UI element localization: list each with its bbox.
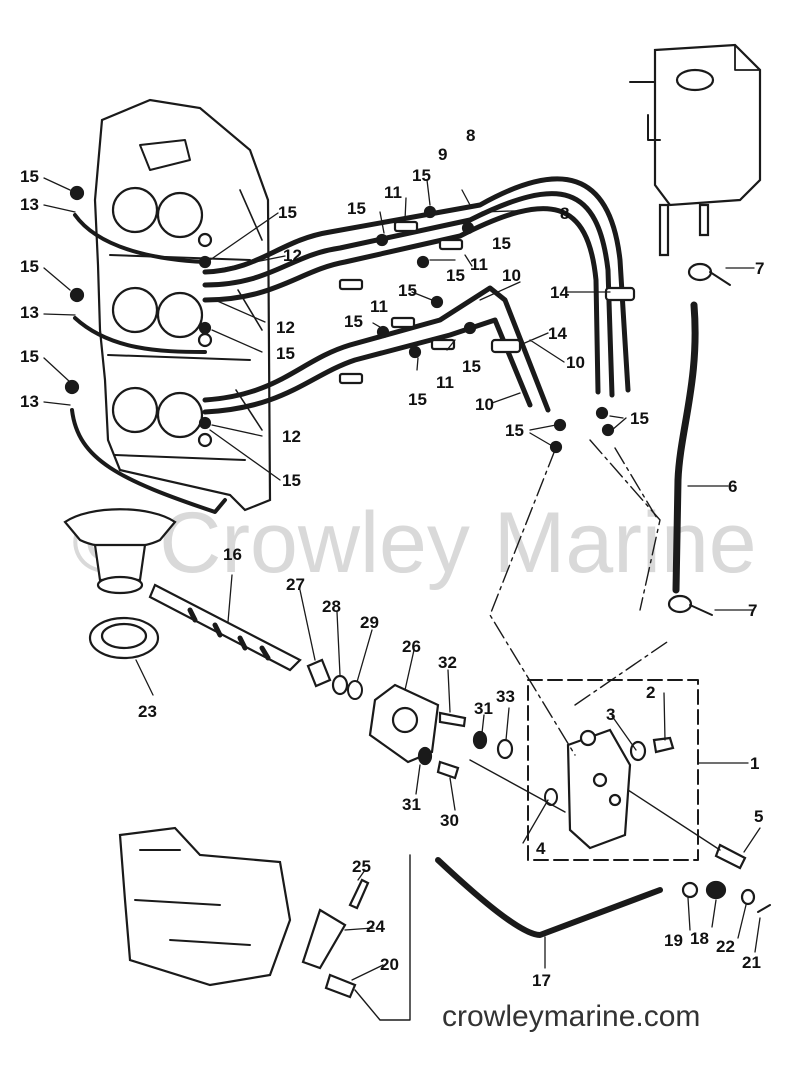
engine-block — [93, 98, 272, 512]
callout-1: 1 — [750, 754, 759, 773]
callout-21: 21 — [742, 953, 761, 972]
callout-5: 5 — [754, 807, 763, 826]
callout-31: 31 — [474, 699, 493, 718]
callout-15: 15 — [344, 312, 363, 331]
lower-parts — [118, 826, 411, 1021]
callout-15: 15 — [492, 234, 511, 253]
callout-24: 24 — [366, 917, 385, 936]
callout-15: 15 — [347, 199, 366, 218]
callout-11: 11 — [384, 183, 402, 202]
callout-25: 25 — [352, 857, 371, 876]
callout-8: 8 — [466, 126, 475, 145]
bushings — [306, 658, 363, 700]
callout-10: 10 — [502, 266, 521, 285]
callout-11: 11 — [470, 255, 488, 274]
oil-pump-cover — [368, 683, 514, 780]
callout-15: 15 — [276, 344, 295, 363]
callout-2: 2 — [646, 683, 655, 702]
callout-14: 14 — [548, 324, 567, 343]
callout-12: 12 — [282, 427, 301, 446]
hose-clamp-14 — [490, 286, 636, 354]
callout-7: 7 — [755, 259, 764, 278]
callout-labels: 15 13 15 13 15 13 15 12 12 15 12 15 15 1… — [20, 126, 764, 990]
callout-30: 30 — [440, 811, 459, 830]
callout-33: 33 — [496, 687, 515, 706]
leader-lines — [43, 177, 761, 981]
callout-22: 22 — [716, 937, 735, 956]
fittings-group — [64, 185, 615, 454]
callout-18: 18 — [690, 929, 709, 948]
callout-29: 29 — [360, 613, 379, 632]
callout-15: 15 — [412, 166, 431, 185]
callout-15: 15 — [278, 203, 297, 222]
hose-17 — [435, 857, 771, 938]
callout-7: 7 — [748, 601, 757, 620]
callout-8: 8 — [560, 204, 569, 223]
callout-13: 13 — [20, 392, 39, 411]
callout-15: 15 — [505, 421, 524, 440]
callout-15: 15 — [20, 167, 39, 186]
callout-27: 27 — [286, 575, 305, 594]
callout-12: 12 — [276, 318, 295, 337]
callout-15: 15 — [20, 347, 39, 366]
callout-19: 19 — [664, 931, 683, 950]
callout-12: 12 — [283, 246, 302, 265]
callout-16: 16 — [223, 545, 242, 564]
callout-15: 15 — [20, 257, 39, 276]
callout-15: 15 — [282, 471, 301, 490]
watermark-text: © Crowley Marine — [72, 495, 757, 591]
callout-31: 31 — [402, 795, 421, 814]
callout-6: 6 — [728, 477, 737, 496]
callout-15: 15 — [408, 390, 427, 409]
callout-15: 15 — [630, 409, 649, 428]
callout-9: 9 — [438, 145, 447, 164]
callout-10: 10 — [475, 395, 494, 414]
drive-parts — [63, 508, 302, 672]
callout-26: 26 — [402, 637, 421, 656]
callout-13: 13 — [20, 195, 39, 214]
hose-6 — [667, 262, 731, 616]
hose-bundle — [70, 176, 631, 514]
callout-10: 10 — [566, 353, 585, 372]
routing-lines — [489, 439, 671, 756]
callout-23: 23 — [138, 702, 157, 721]
callout-17: 17 — [532, 971, 551, 990]
oil-pump-assembly — [469, 679, 747, 870]
callout-14: 14 — [550, 283, 569, 302]
callout-11: 11 — [370, 297, 388, 316]
callout-20: 20 — [380, 955, 399, 974]
footer-url: crowleymarine.com — [442, 1000, 701, 1033]
callout-15: 15 — [398, 281, 417, 300]
callout-28: 28 — [322, 597, 341, 616]
callout-15: 15 — [446, 266, 465, 285]
callout-13: 13 — [20, 303, 39, 322]
callout-3: 3 — [606, 705, 615, 724]
callout-11: 11 — [436, 373, 454, 392]
callout-15: 15 — [462, 357, 481, 376]
oil-tank — [629, 43, 762, 257]
callout-4: 4 — [536, 839, 546, 858]
callout-32: 32 — [438, 653, 457, 672]
